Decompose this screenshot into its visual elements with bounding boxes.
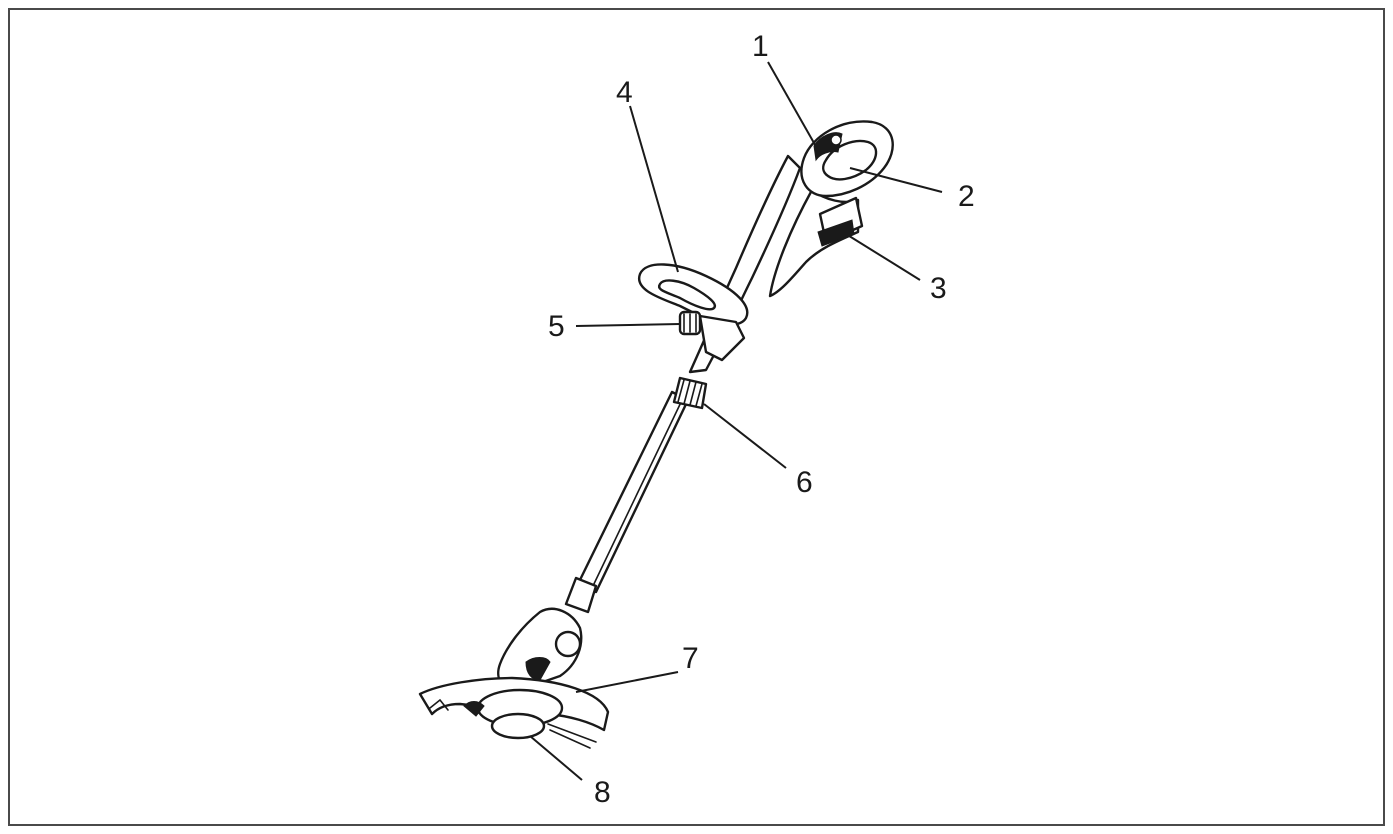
leader-lines [529, 61, 943, 781]
leader-8 [529, 735, 583, 781]
rear-handle [800, 120, 894, 198]
leader-2 [849, 167, 943, 193]
leader-6 [703, 403, 787, 469]
callout-5: 5 [548, 310, 565, 343]
callout-2: 2 [958, 180, 975, 213]
battery-pack [817, 196, 864, 247]
spool-head [463, 688, 597, 749]
motor-housing [497, 576, 598, 692]
leader-7 [575, 671, 679, 693]
callout-4: 4 [616, 76, 633, 109]
callout-7: 7 [682, 642, 699, 675]
callout-8: 8 [594, 776, 611, 809]
callout-3: 3 [930, 272, 947, 305]
switch-trigger [813, 132, 843, 162]
leader-4 [629, 105, 679, 273]
callout-6: 6 [796, 466, 813, 499]
figure-frame [8, 8, 1385, 826]
leader-3 [845, 233, 921, 281]
handle-clamp-knob [678, 310, 746, 362]
leader-1 [767, 61, 819, 151]
length-adjust-collar [672, 376, 708, 410]
front-handle [637, 263, 749, 326]
shaft [576, 390, 690, 594]
callout-1: 1 [752, 30, 769, 63]
callouts: 1 2 3 4 5 6 7 8 [548, 30, 975, 809]
leader-5 [575, 323, 681, 327]
